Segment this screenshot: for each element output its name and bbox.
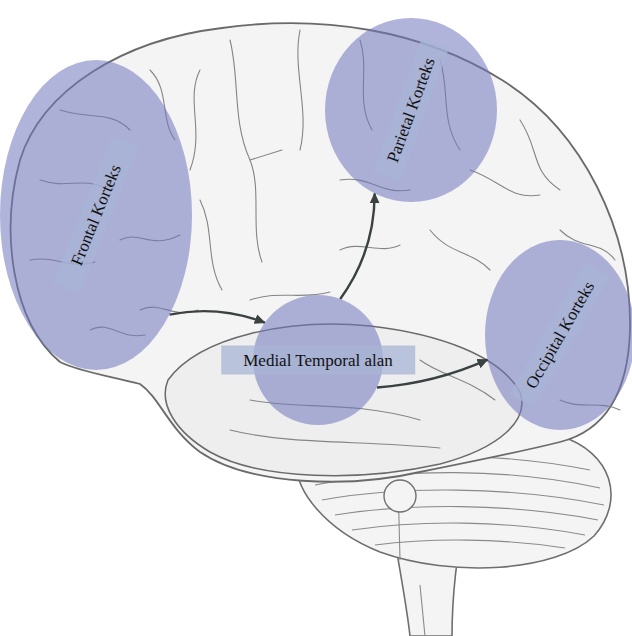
label-plate: Medial Temporal alan: [221, 346, 415, 375]
cortex-region: Frontal Korteks: [0, 60, 192, 370]
region-label: Medial Temporal alan: [243, 350, 393, 371]
flow-arrow: [170, 311, 265, 323]
cortex-region: Parietal Korteks: [325, 18, 497, 202]
flow-arrow: [340, 193, 374, 299]
cortex-region: Medial Temporal alan: [253, 295, 383, 425]
cortex-region: Occipital Korteks: [485, 240, 632, 430]
